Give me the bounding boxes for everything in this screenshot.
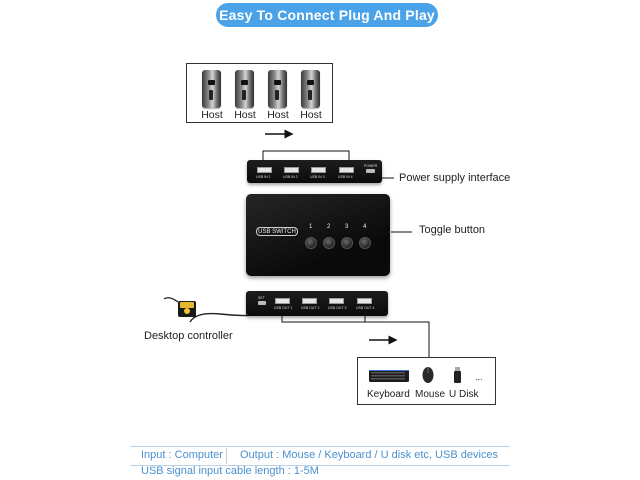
- button-number: 3: [345, 224, 349, 230]
- port-label: USB OUT 3: [328, 306, 347, 310]
- toggle-button-2[interactable]: [323, 237, 335, 249]
- keyboard-icon: [369, 370, 409, 382]
- computer-tower-icon: [235, 70, 254, 108]
- u-disk-label: U Disk: [449, 389, 479, 400]
- desktop-controller-icon: [163, 297, 196, 317]
- mouse-label: Mouse: [415, 389, 446, 400]
- port-label: USB IN 1: [256, 175, 271, 179]
- footer-output: Output : Mouse / Keyboard / U disk etc, …: [240, 449, 499, 461]
- power-supply-label: Power supply interface: [399, 172, 511, 184]
- toggle-button-1[interactable]: [305, 237, 317, 249]
- usb-switch-logo: USB SWITCH: [256, 227, 298, 236]
- port-label: SET: [258, 296, 265, 300]
- peripheral-group: Keyboard Mouse U Disk ...: [357, 357, 496, 405]
- host-label: Host: [201, 109, 223, 121]
- footer-cable-length: USB signal input cable length : 1-5M: [141, 465, 319, 477]
- host-label: Host: [267, 109, 289, 121]
- port-label: USB IN 4: [338, 175, 353, 179]
- port-label: USB OUT 2: [301, 306, 320, 310]
- computer-tower-icon: [268, 70, 287, 108]
- host-computer: Host: [263, 69, 293, 121]
- usb-disk-icon: [454, 367, 461, 383]
- toggle-button-4[interactable]: [359, 237, 371, 249]
- host-label: Host: [234, 109, 256, 121]
- usb-in-port: [257, 167, 272, 173]
- footer-divider: [226, 448, 227, 464]
- power-port: [366, 169, 375, 173]
- toggle-button-3[interactable]: [341, 237, 353, 249]
- usb-in-port: [311, 167, 326, 173]
- switch-output-panel: SET USB OUT 1 USB OUT 2 USB OUT 3 USB OU…: [246, 291, 388, 316]
- footer-input: Input : Computer: [141, 449, 223, 461]
- keyboard-label: Keyboard: [367, 389, 410, 400]
- port-label: USB IN 2: [283, 175, 298, 179]
- mouse-icon: [422, 367, 434, 383]
- toggle-button-label: Toggle button: [419, 224, 486, 236]
- set-port: [258, 301, 266, 305]
- host-computer: Host: [230, 69, 260, 121]
- banner-title: Easy To Connect Plug And Play: [216, 3, 438, 27]
- output-bracket: [281, 316, 366, 323]
- port-label: POWER: [364, 164, 378, 168]
- host-label: Host: [300, 109, 322, 121]
- button-number: 1: [309, 224, 313, 230]
- host-bracket: [262, 150, 350, 160]
- usb-out-port: [329, 298, 344, 304]
- usb-out-port: [357, 298, 372, 304]
- host-group: Host Host Host Host: [186, 63, 333, 123]
- host-computer: Host: [296, 69, 326, 121]
- port-label: USB OUT 4: [356, 306, 375, 310]
- computer-tower-icon: [301, 70, 320, 108]
- usb-out-port: [302, 298, 317, 304]
- footer-row: [130, 446, 510, 466]
- button-number: 4: [363, 224, 367, 230]
- port-label: USB OUT 1: [274, 306, 293, 310]
- usb-switch-device: USB SWITCH 1 2 3 4: [246, 194, 390, 276]
- desktop-controller-label: Desktop controller: [144, 330, 233, 342]
- button-number: 2: [327, 224, 331, 230]
- usb-out-port: [275, 298, 290, 304]
- peripheral-line: [365, 321, 430, 357]
- computer-tower-icon: [202, 70, 221, 108]
- port-label: USB IN 3: [310, 175, 325, 179]
- usb-in-port: [284, 167, 299, 173]
- switch-input-panel: USB IN 1 USB IN 2 USB IN 3 USB IN 4 POWE…: [247, 160, 382, 183]
- usb-in-port: [339, 167, 354, 173]
- host-computer: Host: [197, 69, 227, 121]
- more-ellipsis: ...: [475, 372, 483, 382]
